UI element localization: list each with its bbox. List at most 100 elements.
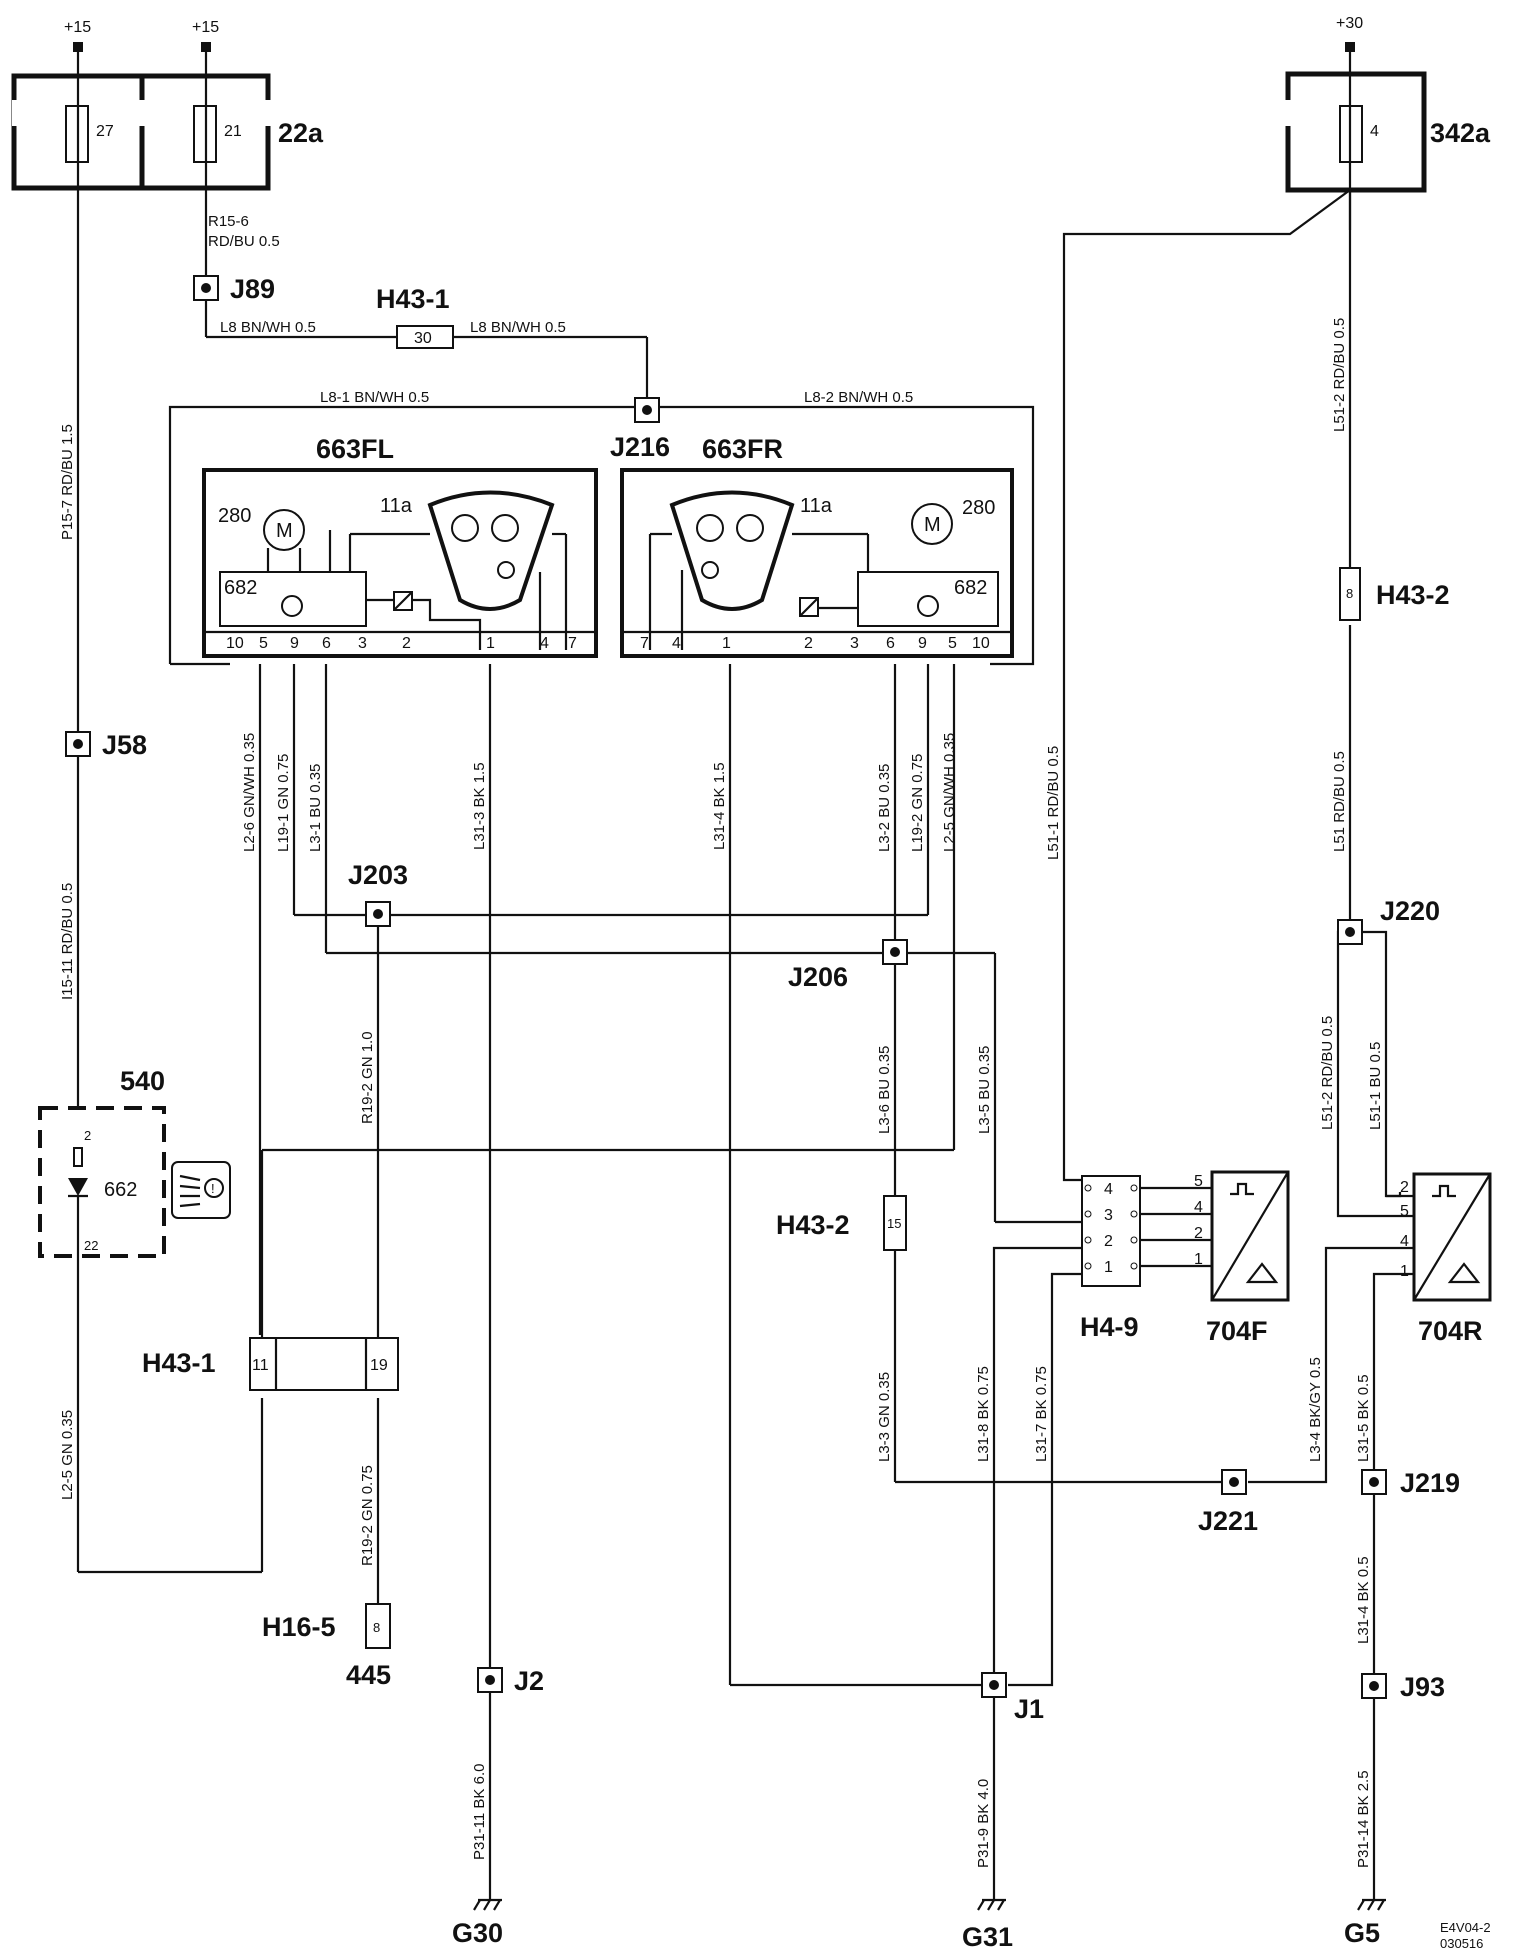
svg-text:!: ! <box>211 1181 215 1196</box>
svg-text:15: 15 <box>887 1216 901 1231</box>
svg-text:19: 19 <box>370 1357 388 1374</box>
svg-text:L2-6 GN/WH 0.35: L2-6 GN/WH 0.35 <box>241 733 258 852</box>
svg-text:L31-4 BK 0.5: L31-4 BK 0.5 <box>1355 1556 1372 1644</box>
svg-text:1: 1 <box>1104 1259 1113 1276</box>
module-663fl: 663FL M 280 682 11a 10 5 9 6 <box>202 434 598 658</box>
svg-text:RD/BU 0.5: RD/BU 0.5 <box>208 233 280 250</box>
svg-text:J58: J58 <box>102 730 147 760</box>
connector-h43-2-mid: 15 H43-2 <box>776 1195 907 1251</box>
junction-j203: J203 <box>348 860 408 927</box>
svg-text:2: 2 <box>84 1128 91 1143</box>
svg-text:6: 6 <box>322 635 331 652</box>
svg-text:P31-14 BK 2.5: P31-14 BK 2.5 <box>1355 1770 1372 1868</box>
svg-text:L2-5 GN 0.35: L2-5 GN 0.35 <box>59 1410 76 1500</box>
svg-text:L31-4 BK 1.5: L31-4 BK 1.5 <box>711 762 728 850</box>
connector-h43-1-top: 30 H43-1 <box>376 284 454 349</box>
svg-text:682: 682 <box>224 577 257 599</box>
pins-663fr: 7 4 1 2 3 6 9 5 10 <box>622 630 1012 652</box>
junction-j220: J220 <box>1337 896 1440 945</box>
svg-text:L8-1 BN/WH 0.5: L8-1 BN/WH 0.5 <box>320 389 429 406</box>
svg-text:27: 27 <box>96 123 114 140</box>
svg-text:+15: +15 <box>64 19 91 36</box>
svg-text:445: 445 <box>346 1660 391 1690</box>
svg-text:342a: 342a <box>1430 118 1491 148</box>
svg-text:2: 2 <box>1400 1179 1409 1196</box>
svg-text:E4V04-2: E4V04-2 <box>1440 1920 1491 1935</box>
fuse-box-342a: 342a <box>1285 71 1491 193</box>
headlight-level-icon: ! <box>171 1161 231 1219</box>
svg-text:10: 10 <box>972 635 990 652</box>
svg-text:P31-9 BK 4.0: P31-9 BK 4.0 <box>975 1779 992 1868</box>
wire-labels: R15-6 RD/BU 0.5 L8 BN/WH 0.5 L8 BN/WH 0.… <box>59 213 1384 1868</box>
svg-text:663FR: 663FR <box>702 434 783 464</box>
svg-text:J219: J219 <box>1400 1468 1460 1498</box>
svg-text:M: M <box>276 520 293 542</box>
connector-h4-9: H4-9 4 3 2 1 <box>1080 1175 1141 1342</box>
svg-text:J2: J2 <box>514 1666 544 1696</box>
junction-j216: J216 <box>610 397 670 462</box>
ground-g31: G31 <box>962 1898 1013 1952</box>
supply-left-2: +15 <box>192 19 219 52</box>
svg-text:L3-5 BU 0.35: L3-5 BU 0.35 <box>976 1046 993 1134</box>
pins-663fl: 10 5 9 6 3 2 1 4 7 <box>204 630 596 652</box>
svg-text:L31-7 BK 0.75: L31-7 BK 0.75 <box>1033 1366 1050 1462</box>
svg-text:H43-1: H43-1 <box>376 284 450 314</box>
junction-j93: J93 <box>1361 1672 1445 1702</box>
svg-text:7: 7 <box>640 635 649 652</box>
svg-text:22: 22 <box>84 1238 98 1253</box>
svg-text:11: 11 <box>252 1357 269 1374</box>
svg-text:J220: J220 <box>1380 896 1440 926</box>
svg-text:H4-9: H4-9 <box>1080 1312 1139 1342</box>
connector-h43-1-low: 11 19 H43-1 <box>142 1337 399 1391</box>
svg-text:11a: 11a <box>380 495 413 517</box>
svg-text:704R: 704R <box>1418 1316 1483 1346</box>
svg-text:L51-2 RD/BU 0.5: L51-2 RD/BU 0.5 <box>1319 1016 1336 1130</box>
svg-text:H16-5: H16-5 <box>262 1612 336 1642</box>
svg-text:9: 9 <box>290 635 299 652</box>
svg-text:30: 30 <box>414 330 432 347</box>
svg-text:2: 2 <box>804 635 813 652</box>
svg-text:L19-2 GN 0.75: L19-2 GN 0.75 <box>909 754 926 852</box>
svg-text:L3-3 GN 0.35: L3-3 GN 0.35 <box>876 1372 893 1462</box>
svg-text:5: 5 <box>1400 1203 1409 1220</box>
junction-j58: J58 <box>65 730 147 760</box>
svg-text:J203: J203 <box>348 860 408 890</box>
svg-text:2: 2 <box>402 635 411 652</box>
svg-text:L51-1 RD/BU 0.5: L51-1 RD/BU 0.5 <box>1045 746 1062 860</box>
svg-text:J206: J206 <box>788 962 848 992</box>
svg-text:2: 2 <box>1194 1225 1203 1242</box>
svg-text:9: 9 <box>918 635 927 652</box>
svg-text:3: 3 <box>358 635 367 652</box>
svg-text:P31-11 BK 6.0: P31-11 BK 6.0 <box>471 1764 488 1860</box>
svg-text:M: M <box>924 514 941 536</box>
svg-text:L31-3 BK 1.5: L31-3 BK 1.5 <box>471 762 488 850</box>
supply-right: +30 <box>1336 15 1363 52</box>
svg-text:8: 8 <box>373 1620 380 1635</box>
svg-text:L51 RD/BU 0.5: L51 RD/BU 0.5 <box>1331 751 1348 852</box>
svg-text:L3-4 BK/GY 0.5: L3-4 BK/GY 0.5 <box>1307 1357 1324 1462</box>
svg-text:L8 BN/WH 0.5: L8 BN/WH 0.5 <box>220 319 316 336</box>
svg-text:P15-7 RD/BU 1.5: P15-7 RD/BU 1.5 <box>59 424 76 540</box>
ground-g30: G30 <box>452 1898 503 1948</box>
connector-h43-2-right: 8 H43-2 <box>1339 567 1450 621</box>
supply-left-1: +15 <box>64 19 91 52</box>
fuse-box-22a: 22a <box>11 73 324 191</box>
svg-text:1: 1 <box>1400 1263 1409 1280</box>
svg-text:J1: J1 <box>1014 1694 1044 1724</box>
svg-text:I15-11 RD/BU 0.5: I15-11 RD/BU 0.5 <box>59 883 76 1000</box>
module-663fr: 663FR 11a M 280 682 7 4 1 2 3 6 9 5 10 <box>620 434 1014 658</box>
fuse-4: 4 <box>1339 105 1379 163</box>
svg-text:280: 280 <box>218 505 251 527</box>
svg-text:663FL: 663FL <box>316 434 394 464</box>
svg-text:4: 4 <box>1194 1199 1203 1216</box>
svg-text:540: 540 <box>120 1066 165 1096</box>
svg-text:2: 2 <box>1104 1233 1113 1250</box>
svg-text:G31: G31 <box>962 1922 1013 1952</box>
ground-g5: G5 <box>1344 1898 1386 1948</box>
svg-text:7: 7 <box>568 635 577 652</box>
svg-text:+30: +30 <box>1336 15 1363 32</box>
svg-text:L3-1 BU 0.35: L3-1 BU 0.35 <box>307 764 324 852</box>
svg-text:1: 1 <box>486 635 495 652</box>
junction-j89: J89 <box>193 274 275 304</box>
